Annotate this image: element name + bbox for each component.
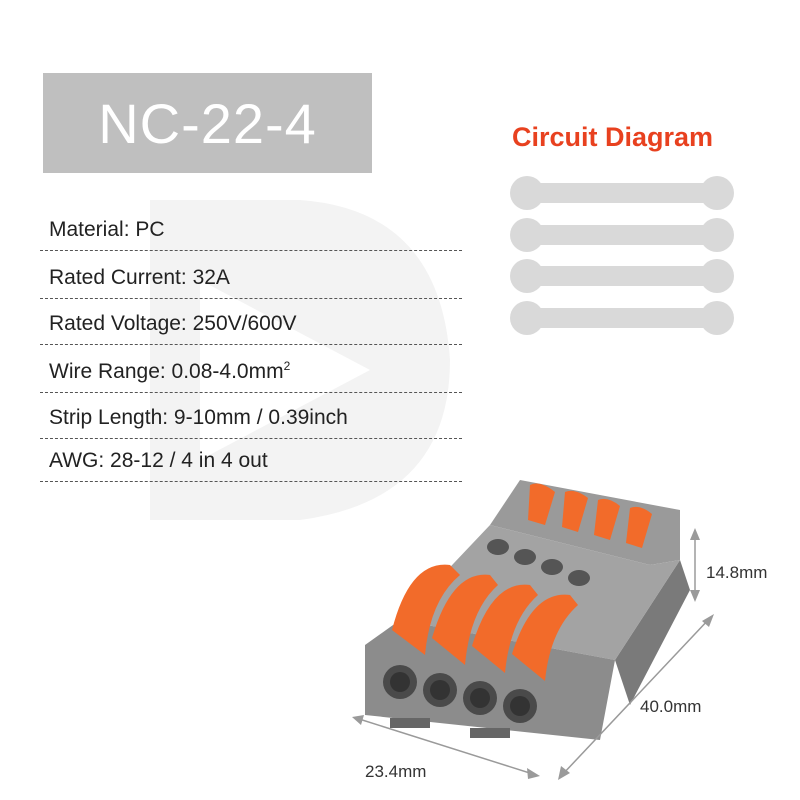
circuit-diagram [510,176,734,335]
front-lever [432,574,498,665]
rear-lever [528,483,555,525]
model-title-box: NC-22-4 [43,73,372,173]
wire-hole [503,689,537,723]
spec-rated-current: Rated Current: 32A [40,251,462,299]
front-lever [472,584,538,673]
circuit-bar [510,301,734,335]
front-lever [392,564,460,655]
spec-rated-voltage: Rated Voltage: 250V/600V [40,299,462,345]
circuit-bar [510,218,734,252]
model-title: NC-22-4 [98,91,317,155]
wire-hole [383,665,417,699]
rear-lever [626,506,652,548]
spec-awg: AWG: 28-12 / 4 in 4 out [40,439,462,482]
test-hole [487,539,509,555]
front-lever [512,594,578,681]
circuit-bar [510,176,734,210]
spec-wire-range: Wire Range: 0.08-4.0mm2 [40,345,462,393]
test-hole [541,559,563,575]
spec-strip-length: Strip Length: 9-10mm / 0.39inch [40,393,462,439]
circuit-bar [510,259,734,293]
width-dimension-label: 23.4mm [365,762,427,781]
rear-lever [594,498,620,540]
wire-range-superscript: 2 [283,359,291,373]
width-dimension-arrow [352,715,540,779]
wire-range-text: Wire Range: 0.08-4.0mm [49,360,284,383]
length-dimension-arrow [558,614,714,780]
test-hole [514,549,536,565]
test-hole [568,570,590,586]
height-dimension-label: 14.8mm [706,563,768,582]
wire-hole [423,673,457,707]
spec-material: Material: PC [40,207,462,251]
circuit-diagram-title: Circuit Diagram [512,122,714,152]
rear-lever [562,490,588,532]
length-dimension-label: 40.0mm [640,697,702,716]
wire-hole [463,681,497,715]
connector-illustration [352,480,714,780]
bottom-slot [470,728,510,738]
bottom-slot [390,718,430,728]
height-dimension-arrow [690,528,700,602]
